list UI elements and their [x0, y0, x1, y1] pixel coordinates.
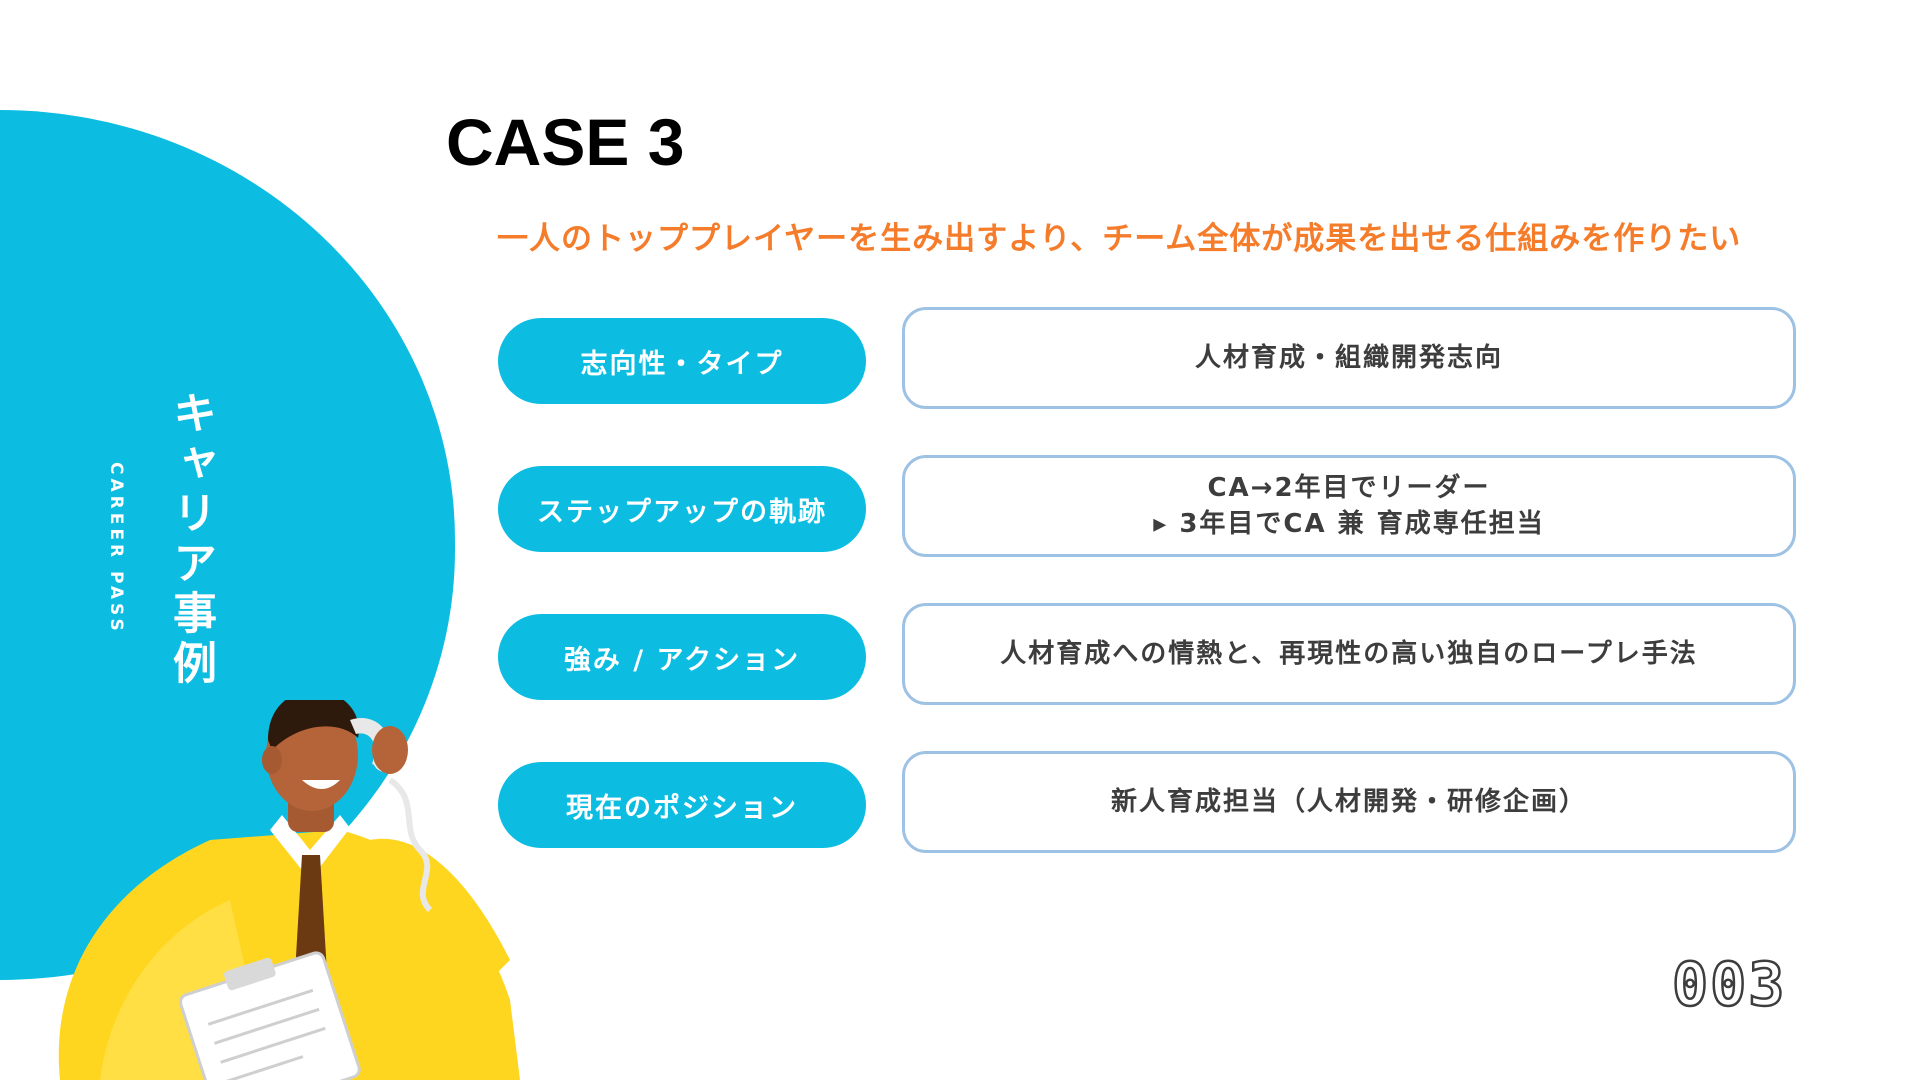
row-value-line: CA→2年目でリーダー — [1207, 473, 1491, 503]
row-value-line: ▸ 3年目でCA 兼 育成専任担当 — [1153, 509, 1545, 539]
row-value-line: 人材育成・組織開発志向 — [1194, 343, 1503, 373]
case-subtitle: 一人のトッププレイヤーを生み出すより、チーム全体が成果を出せる仕組みを作りたい — [497, 221, 1742, 257]
row-value-line: 人材育成への情熱と、再現性の高い独自のロープレ手法 — [1000, 639, 1698, 669]
page-number: 003 — [1671, 949, 1787, 1022]
row-label-strengths: 強み / アクション — [498, 614, 866, 700]
row-label-orientation: 志向性・タイプ — [498, 318, 866, 404]
side-subtitle: CAREER PASS — [106, 462, 126, 635]
row-label-career-path: ステップアップの軌跡 — [498, 466, 866, 552]
row-label-current-position: 現在のポジション — [498, 762, 866, 848]
row-value-strengths: 人材育成への情熱と、再現性の高い独自のロープレ手法 — [902, 603, 1796, 705]
row-value-career-path: CA→2年目でリーダー ▸ 3年目でCA 兼 育成専任担当 — [902, 455, 1796, 557]
man-on-phone-with-clipboard-illustration — [58, 700, 520, 1080]
side-title: キャリア事例 — [165, 390, 216, 690]
row-value-current-position: 新人育成担当（人材開発・研修企画） — [902, 751, 1796, 853]
row-value-orientation: 人材育成・組織開発志向 — [902, 307, 1796, 409]
case-title: CASE 3 — [446, 105, 685, 179]
row-value-line: 新人育成担当（人材開発・研修企画） — [1110, 787, 1587, 817]
